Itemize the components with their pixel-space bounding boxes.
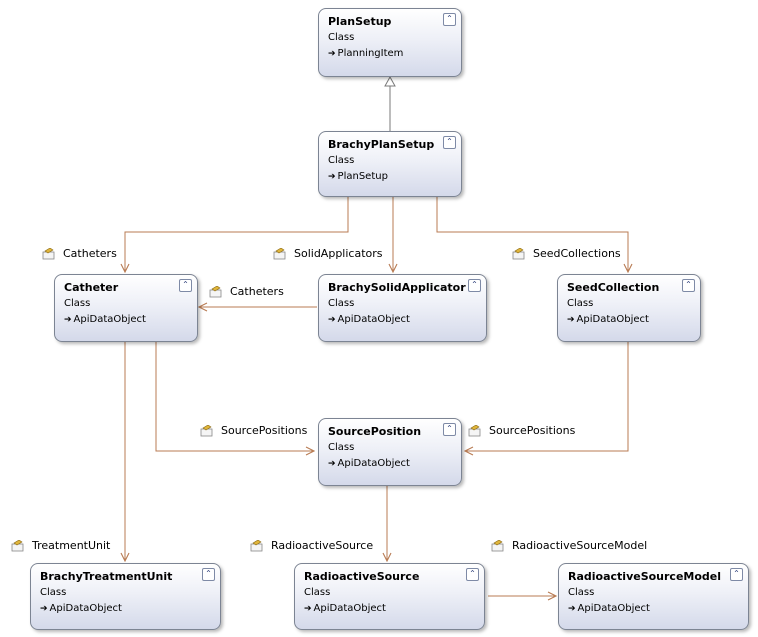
class-name: RadioactiveSource [304,570,420,583]
property-wrench-icon [250,539,263,551]
class-kind: Class [328,155,355,166]
collapse-toggle-icon[interactable]: ⌃ [202,568,215,581]
base-class: ➔ApiDataObject [40,600,220,618]
class-kind: Class [328,32,355,43]
arrow-right-icon: ➔ [568,604,576,614]
property-wrench-icon [209,285,222,297]
class-brachy-plan-setup[interactable]: BrachyPlanSetup Class ➔PlanSetup ⌃ [318,131,462,197]
association-name: SolidApplicators [294,247,383,260]
association-label: SourcePositions [200,424,307,437]
class-name: Catheter [64,281,119,294]
class-name: RadioactiveSourceModel [568,570,722,583]
association-name: Catheters [63,247,117,260]
base-class-name: ApiDataObject [337,458,410,469]
base-class-name: ApiDataObject [337,314,410,325]
property-wrench-icon [273,247,286,259]
collapse-toggle-icon[interactable]: ⌃ [682,279,695,292]
class-brachy-solid-applicator[interactable]: BrachySolidApplicator Class ➔ApiDataObje… [318,274,487,342]
base-class: ➔ApiDataObject [64,311,197,329]
class-kind: Class [567,298,594,309]
class-name: PlanSetup [328,15,392,28]
base-class: ➔ApiDataObject [328,311,486,329]
base-class: ➔PlanningItem [328,45,461,63]
arrow-right-icon: ➔ [328,49,336,59]
base-class-name: ApiDataObject [313,603,386,614]
association-name: SeedCollections [533,247,621,260]
collapse-toggle-icon[interactable]: ⌃ [468,279,481,292]
association-label: SeedCollections [512,247,621,260]
base-class-name: PlanSetup [337,171,388,182]
class-radioactive-source-model[interactable]: RadioactiveSourceModel Class ➔ApiDataObj… [558,563,749,630]
arrow-right-icon: ➔ [328,459,336,469]
property-wrench-icon [42,247,55,259]
association-name: RadioactiveSource [271,539,374,552]
association-name: TreatmentUnit [32,539,111,552]
property-wrench-icon [11,539,24,551]
arrow-right-icon: ➔ [64,315,72,325]
association-label: RadioactiveSource [250,539,373,552]
class-name: SourcePosition [328,425,422,438]
class-name: BrachyTreatmentUnit [40,570,173,583]
property-wrench-icon [491,539,504,551]
arrow-right-icon: ➔ [40,604,48,614]
association-name: SourcePositions [489,424,576,437]
association-label: TreatmentUnit [11,539,110,552]
arrow-right-icon: ➔ [328,172,336,182]
class-brachy-treatment-unit[interactable]: BrachyTreatmentUnit Class ➔ApiDataObject… [30,563,221,630]
collapse-toggle-icon[interactable]: ⌃ [443,13,456,26]
class-catheter[interactable]: Catheter Class ➔ApiDataObject ⌃ [54,274,198,342]
property-wrench-icon [468,424,481,436]
class-kind: Class [64,298,91,309]
arrow-right-icon: ➔ [304,604,312,614]
association-label: SourcePositions [468,424,575,437]
base-class: ➔ApiDataObject [304,600,484,618]
class-radioactive-source[interactable]: RadioactiveSource Class ➔ApiDataObject ⌃ [294,563,485,630]
collapse-toggle-icon[interactable]: ⌃ [443,136,456,149]
class-plan-setup[interactable]: PlanSetup Class ➔PlanningItem ⌃ [318,8,462,77]
property-wrench-icon [200,424,213,436]
base-class: ➔ApiDataObject [568,600,748,618]
association-name: SourcePositions [221,424,308,437]
collapse-toggle-icon[interactable]: ⌃ [443,423,456,436]
collapse-toggle-icon[interactable]: ⌃ [179,279,192,292]
class-kind: Class [40,587,67,598]
arrow-right-icon: ➔ [567,315,575,325]
property-wrench-icon [512,247,525,259]
class-source-position[interactable]: SourcePosition Class ➔ApiDataObject ⌃ [318,418,462,486]
association-name: RadioactiveSourceModel [512,539,648,552]
association-label: Catheters [42,247,117,260]
catheter-source-positions-line [155,342,314,451]
class-kind: Class [328,442,355,453]
class-name: SeedCollection [567,281,660,294]
seed-source-positions-line [465,342,629,451]
association-name: Catheters [230,285,284,298]
base-class-name: ApiDataObject [577,603,650,614]
base-class-name: ApiDataObject [73,314,146,325]
class-kind: Class [328,298,355,309]
class-kind: Class [568,587,595,598]
base-class-name: ApiDataObject [49,603,122,614]
base-class: ➔ApiDataObject [328,455,461,473]
seed-collections-line [436,197,628,272]
base-class: ➔PlanSetup [328,168,461,186]
base-class: ➔ApiDataObject [567,311,700,329]
association-label: RadioactiveSourceModel [491,539,647,552]
class-kind: Class [304,587,331,598]
class-name: BrachyPlanSetup [328,138,435,151]
catheters-line [125,197,349,272]
base-class-name: PlanningItem [337,48,404,59]
arrow-right-icon: ➔ [328,315,336,325]
collapse-toggle-icon[interactable]: ⌃ [466,568,479,581]
class-name: BrachySolidApplicator [328,281,466,294]
class-seed-collection[interactable]: SeedCollection Class ➔ApiDataObject ⌃ [557,274,701,342]
collapse-toggle-icon[interactable]: ⌃ [730,568,743,581]
association-label: SolidApplicators [273,247,383,260]
base-class-name: ApiDataObject [576,314,649,325]
association-label: Catheters [209,285,284,298]
